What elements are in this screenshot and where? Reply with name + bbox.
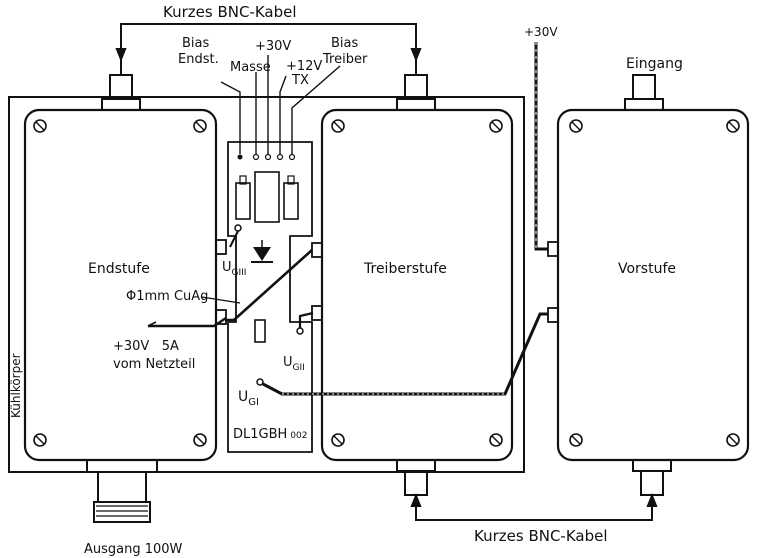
feedthrough-endstufe-lower bbox=[215, 309, 227, 325]
supply-wire-vorstufe bbox=[534, 42, 548, 251]
bnc-connector-eingang bbox=[624, 74, 664, 111]
vorstufe-box bbox=[556, 108, 750, 462]
endstufe-box bbox=[23, 108, 218, 462]
plus30-ctrl-label: +30V bbox=[255, 39, 291, 54]
ugii-wire bbox=[298, 311, 314, 328]
bias-endst-label-1: Bias bbox=[182, 36, 209, 51]
supply-label-1: +30V 5A bbox=[113, 339, 179, 354]
bnc-connector-treiber-bottom bbox=[396, 459, 436, 496]
ugii-label: UGII bbox=[283, 355, 305, 373]
feedthrough-endstufe-upper bbox=[215, 239, 227, 255]
cuag-wire bbox=[225, 249, 313, 322]
feedthrough-treiber-upper bbox=[311, 242, 323, 258]
treiberstufe-label: Treiberstufe bbox=[363, 261, 447, 277]
vorstufe-label: Vorstufe bbox=[618, 261, 676, 277]
bnc-connector-treiber-top bbox=[396, 55, 436, 111]
ugiii-label: UGIII bbox=[222, 260, 246, 278]
eingang-label: Eingang bbox=[626, 56, 683, 72]
control-wires bbox=[220, 55, 341, 154]
plus12-label-2: TX bbox=[291, 73, 309, 88]
wire-label: Φ1mm CuAg bbox=[126, 289, 208, 304]
heatsink-label: Kühlkörper bbox=[9, 353, 23, 418]
ugi-label: UGI bbox=[238, 389, 259, 408]
bias-treiber-label-2: Treiber bbox=[322, 52, 368, 67]
control-board bbox=[227, 141, 313, 453]
treiberstufe-box bbox=[320, 108, 514, 462]
heatsink-plate bbox=[8, 96, 525, 473]
plus12-label-1: +12V bbox=[286, 59, 322, 74]
feedthrough-vorstufe-lower bbox=[547, 307, 559, 323]
bias-endst-label-2: Endst. bbox=[178, 52, 219, 67]
bottom-bnc-cable bbox=[410, 493, 658, 521]
plus30-top-label: +30V bbox=[524, 25, 558, 39]
bnc-connector-endstufe-top bbox=[101, 55, 141, 111]
ausgang-label: Ausgang 100W bbox=[84, 542, 183, 557]
top-cable-label: Kurzes BNC-Kabel bbox=[163, 3, 297, 21]
supply-input-wire bbox=[148, 317, 227, 328]
feedthrough-treiber-lower bbox=[311, 305, 323, 321]
feedthrough-vorstufe-upper bbox=[547, 241, 559, 257]
supply-label-2: vom Netzteil bbox=[113, 357, 195, 372]
bottom-cable-label: Kurzes BNC-Kabel bbox=[474, 527, 608, 545]
endstufe-label: Endstufe bbox=[88, 261, 150, 277]
masse-label: Masse bbox=[230, 60, 271, 75]
top-bnc-cable bbox=[115, 23, 422, 62]
n-connector-ausgang bbox=[86, 459, 158, 523]
ugi-wire bbox=[262, 312, 548, 396]
bnc-connector-vorstufe-bottom bbox=[632, 459, 672, 496]
bias-treiber-label-1: Bias bbox=[331, 36, 358, 51]
